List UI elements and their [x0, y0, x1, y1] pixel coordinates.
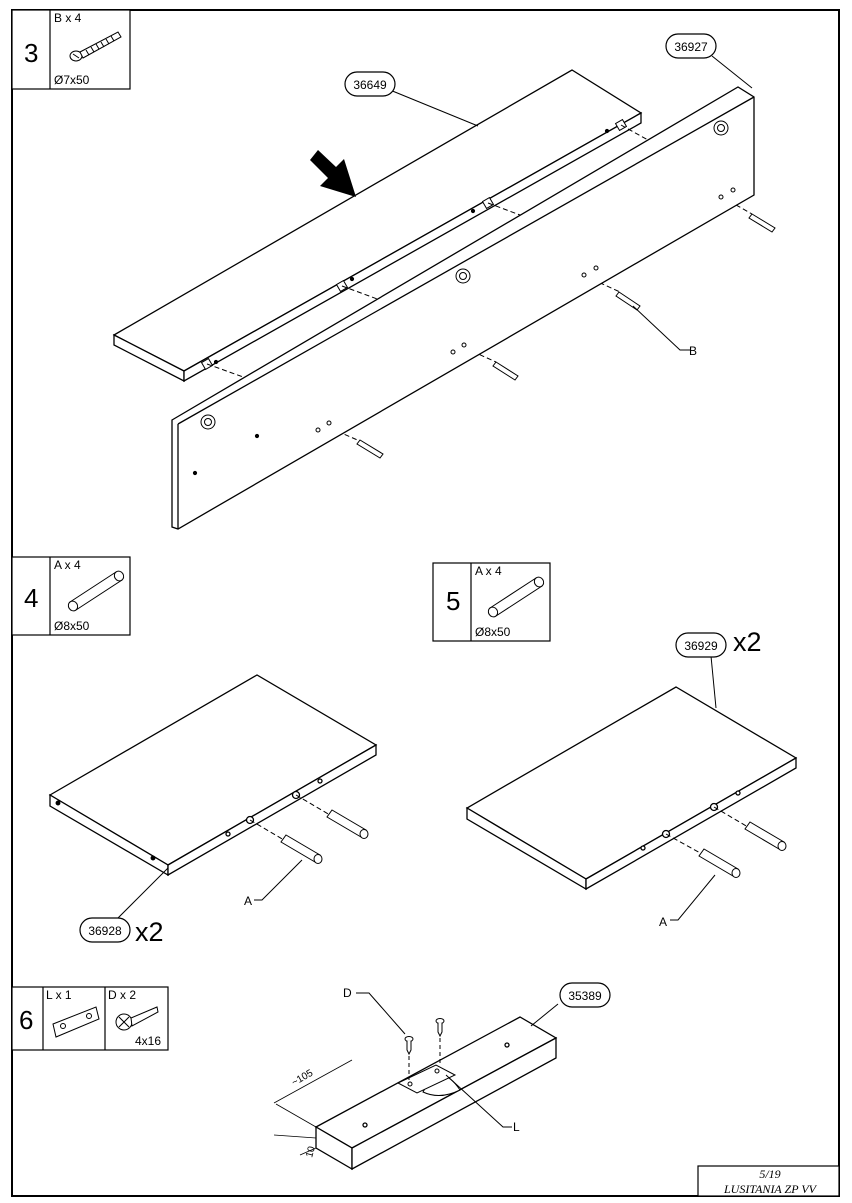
part-number: 36928 [88, 924, 122, 938]
hardware-size-label: Ø8x50 [54, 619, 90, 633]
step-6-header: 6 L x 1 D x 2 4x16 [11, 986, 169, 1051]
step-number: 5 [446, 586, 460, 616]
footer-box: 5/19 LUSITANIA ZP VV [697, 1165, 840, 1197]
shelf-36929 [465, 686, 798, 891]
step-3-header: 3 B x 4 Ø7x50 [11, 9, 131, 90]
screw-d-icon [115, 1006, 159, 1031]
callout-36929: 36929 x2 [675, 627, 762, 709]
insertion-arrow-icon [310, 150, 356, 197]
page-number: 5/19 [759, 1167, 780, 1181]
step-number: 3 [24, 38, 38, 68]
bracket-l-icon [396, 1064, 461, 1096]
step-4-header: 4 A x 4 Ø8x50 [11, 556, 131, 636]
hardware-size-label: Ø8x50 [475, 625, 511, 639]
hardware-qty-label: D x 2 [108, 988, 136, 1002]
hardware-qty-label: L x 1 [46, 988, 72, 1002]
dowel-connectors [200, 118, 628, 371]
part-number: 36649 [353, 78, 387, 92]
callout-b: B [632, 305, 697, 358]
panel-holes [192, 120, 736, 476]
part-number: 35389 [568, 989, 602, 1003]
dimension-label: 10 [304, 1145, 318, 1159]
hardware-qty-label: A x 4 [475, 564, 502, 578]
hardware-qty-label: A x 4 [54, 558, 81, 572]
dimension-label: ~105 [290, 1068, 315, 1089]
dowel-a-icon [249, 794, 369, 864]
bracket-l-icon [52, 1006, 100, 1038]
shelf-board-36649 [112, 69, 643, 383]
screw-b-icon [356, 213, 776, 459]
hardware-size-label: Ø7x50 [54, 73, 90, 87]
step-number: 4 [24, 583, 38, 613]
callout-letter: L [513, 1120, 520, 1134]
hardware-qty-label: B x 4 [54, 11, 82, 25]
step-5-header: 5 A x 4 Ø8x50 [432, 562, 551, 642]
step-number: 6 [19, 1005, 33, 1035]
callout-letter: B [689, 344, 697, 358]
callout-35389: 35389 [530, 982, 611, 1027]
screw-d-icon [404, 1018, 445, 1080]
callout-letter: A [659, 915, 667, 929]
dowel-a-icon [487, 576, 545, 618]
quantity-multiplier: x2 [733, 627, 762, 657]
part-number: 36929 [684, 639, 718, 653]
side-panel-36927 [171, 86, 755, 530]
callout-36927: 36927 [665, 33, 753, 89]
callout-36649: 36649 [344, 71, 479, 127]
model-name: LUSITANIA ZP VV [723, 1182, 818, 1196]
callout-l: L [445, 1074, 520, 1134]
hardware-size-label: 4x16 [135, 1034, 161, 1048]
callout-a-right: A [659, 874, 716, 929]
part-number: 36927 [674, 40, 708, 54]
callout-letter: D [343, 986, 352, 1000]
callout-letter: A [244, 894, 252, 908]
dowel-a-icon [67, 570, 125, 612]
dowel-a-icon [665, 806, 787, 878]
callout-a-left: A [244, 859, 303, 908]
screw-b-icon [69, 31, 122, 62]
callout-36928: 36928 x2 [79, 867, 169, 947]
dimension-lines [273, 1059, 353, 1156]
quantity-multiplier: x2 [135, 917, 164, 947]
callout-d: D [343, 986, 406, 1035]
shelf-36928 [48, 674, 378, 877]
